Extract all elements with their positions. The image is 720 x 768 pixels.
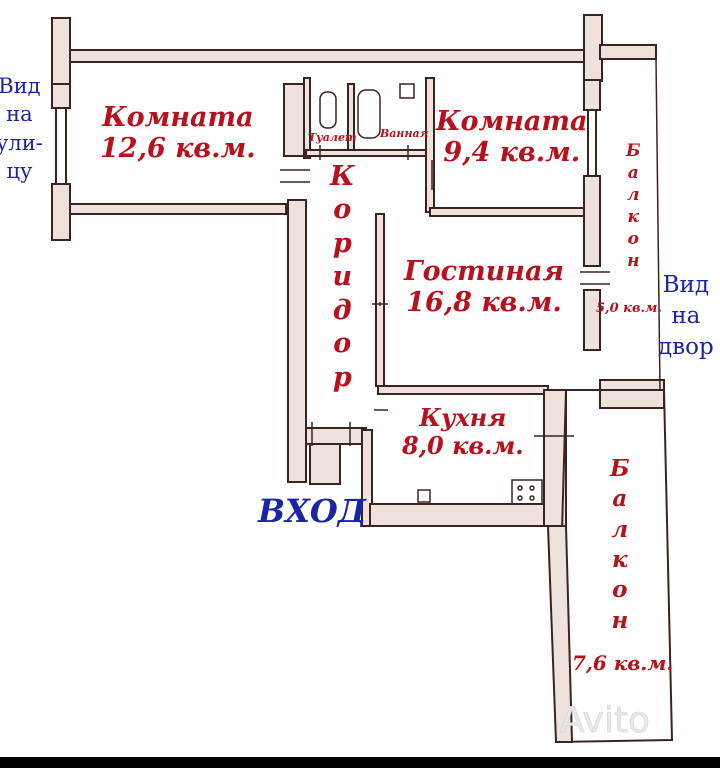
wall-entrance-bottom <box>309 443 341 485</box>
toilet-fixture <box>319 91 337 129</box>
kitchen-name: Кухня <box>419 403 507 432</box>
street-view-line: Вид <box>0 74 41 98</box>
corridor-letter: и <box>332 261 353 293</box>
balcony-letter: а <box>627 163 639 184</box>
wall-kitchen-bottom <box>369 503 551 527</box>
room2-label: Комната 9,4 кв.м. <box>436 106 587 168</box>
living-name: Гостиная <box>404 256 564 287</box>
balcony-letter: л <box>611 515 629 543</box>
street-view-line: ули- <box>0 130 43 155</box>
room1-area: 12,6 кв.м. <box>100 133 256 165</box>
balcony-letter: к <box>627 207 640 228</box>
balcony-large-wall <box>546 525 574 743</box>
wall-left-lower <box>51 183 71 241</box>
wall-room1-bottom <box>69 203 287 215</box>
room1-name: Комната <box>102 102 254 133</box>
wall-top-right-ext <box>599 44 657 60</box>
balcony-letter: о <box>612 576 628 604</box>
wall-room2-bottom <box>429 207 587 217</box>
corridor-letter: о <box>333 328 352 360</box>
wall-left-upper <box>51 83 71 109</box>
bathtub-fixture <box>357 89 381 139</box>
corridor-letter: К <box>330 161 355 192</box>
kitchen-area: 8,0 кв.м. <box>402 430 524 460</box>
bath-label: Ванная <box>380 127 429 140</box>
room1-label: Комната 12,6 кв.м. <box>100 102 256 164</box>
yard-view-line: двор <box>658 334 714 361</box>
corridor-letter: о <box>333 194 352 226</box>
balcony-letter: а <box>612 485 628 513</box>
pillar-top-left <box>51 17 71 87</box>
balcony-letter: Б <box>626 141 641 161</box>
balcony-letter: н <box>611 606 629 634</box>
street-view-line: на <box>6 102 33 127</box>
corridor-letter: р <box>332 361 352 393</box>
wall-corridor-bottom <box>305 427 367 445</box>
window-right-1 <box>587 109 597 177</box>
stove-fixture <box>511 479 543 505</box>
corridor-letter: д <box>332 294 352 326</box>
wall-lower-right <box>599 379 665 409</box>
living-label: Гостиная 16,8 кв.м. <box>404 256 564 318</box>
corridor-letter: р <box>332 227 352 259</box>
balcony-letter: к <box>612 546 628 574</box>
wall-living-left <box>375 213 385 387</box>
wall-room1-right <box>283 83 307 157</box>
wall-living-bottom <box>377 385 549 395</box>
kitchen-sink-fixture <box>417 489 431 503</box>
balcony-large-area: 7,6 кв.м. <box>572 651 674 675</box>
balcony-letter: Б <box>610 455 630 482</box>
kitchen-label: Кухня 8,0 кв.м. <box>402 404 524 459</box>
wall-right-lower <box>583 289 601 351</box>
balcony-letter: н <box>627 251 640 272</box>
window-left <box>55 107 67 185</box>
balcony-letter: л <box>627 185 640 206</box>
living-area: 16,8 кв.м. <box>406 287 562 319</box>
yard-view-line: Вид <box>662 272 710 298</box>
balcony-large-label: Б а л к о н <box>610 454 630 636</box>
street-view-line: цу <box>6 159 33 184</box>
balcony-letter: о <box>627 229 639 250</box>
pillar-corridor-left <box>287 199 307 483</box>
wall-top <box>67 49 587 63</box>
avito-watermark: Avito <box>560 700 650 741</box>
wall-wc-left <box>303 77 311 159</box>
wall-wc-right <box>425 77 435 213</box>
wall-entrance-right <box>361 429 373 527</box>
yard-view-line: на <box>671 303 701 330</box>
wall-wc-bottom <box>305 149 429 157</box>
entrance-label: ВХОД <box>258 492 367 530</box>
room2-name: Комната <box>436 106 588 137</box>
corridor-label: К о р и д о р <box>330 160 355 394</box>
wall-right-mid <box>583 175 601 267</box>
balcony-small-label: Б а л к о н <box>626 140 641 273</box>
bottom-bar <box>0 757 720 768</box>
room2-area: 9,4 кв.м. <box>443 137 581 169</box>
toilet-label: Туалет <box>308 131 357 144</box>
street-view-label: Вид на ули- цу <box>0 72 43 185</box>
yard-view-label: Вид на двор <box>658 270 714 363</box>
balcony-small-area: 5,0 кв.м. <box>596 301 662 316</box>
sink-fixture <box>399 83 415 99</box>
